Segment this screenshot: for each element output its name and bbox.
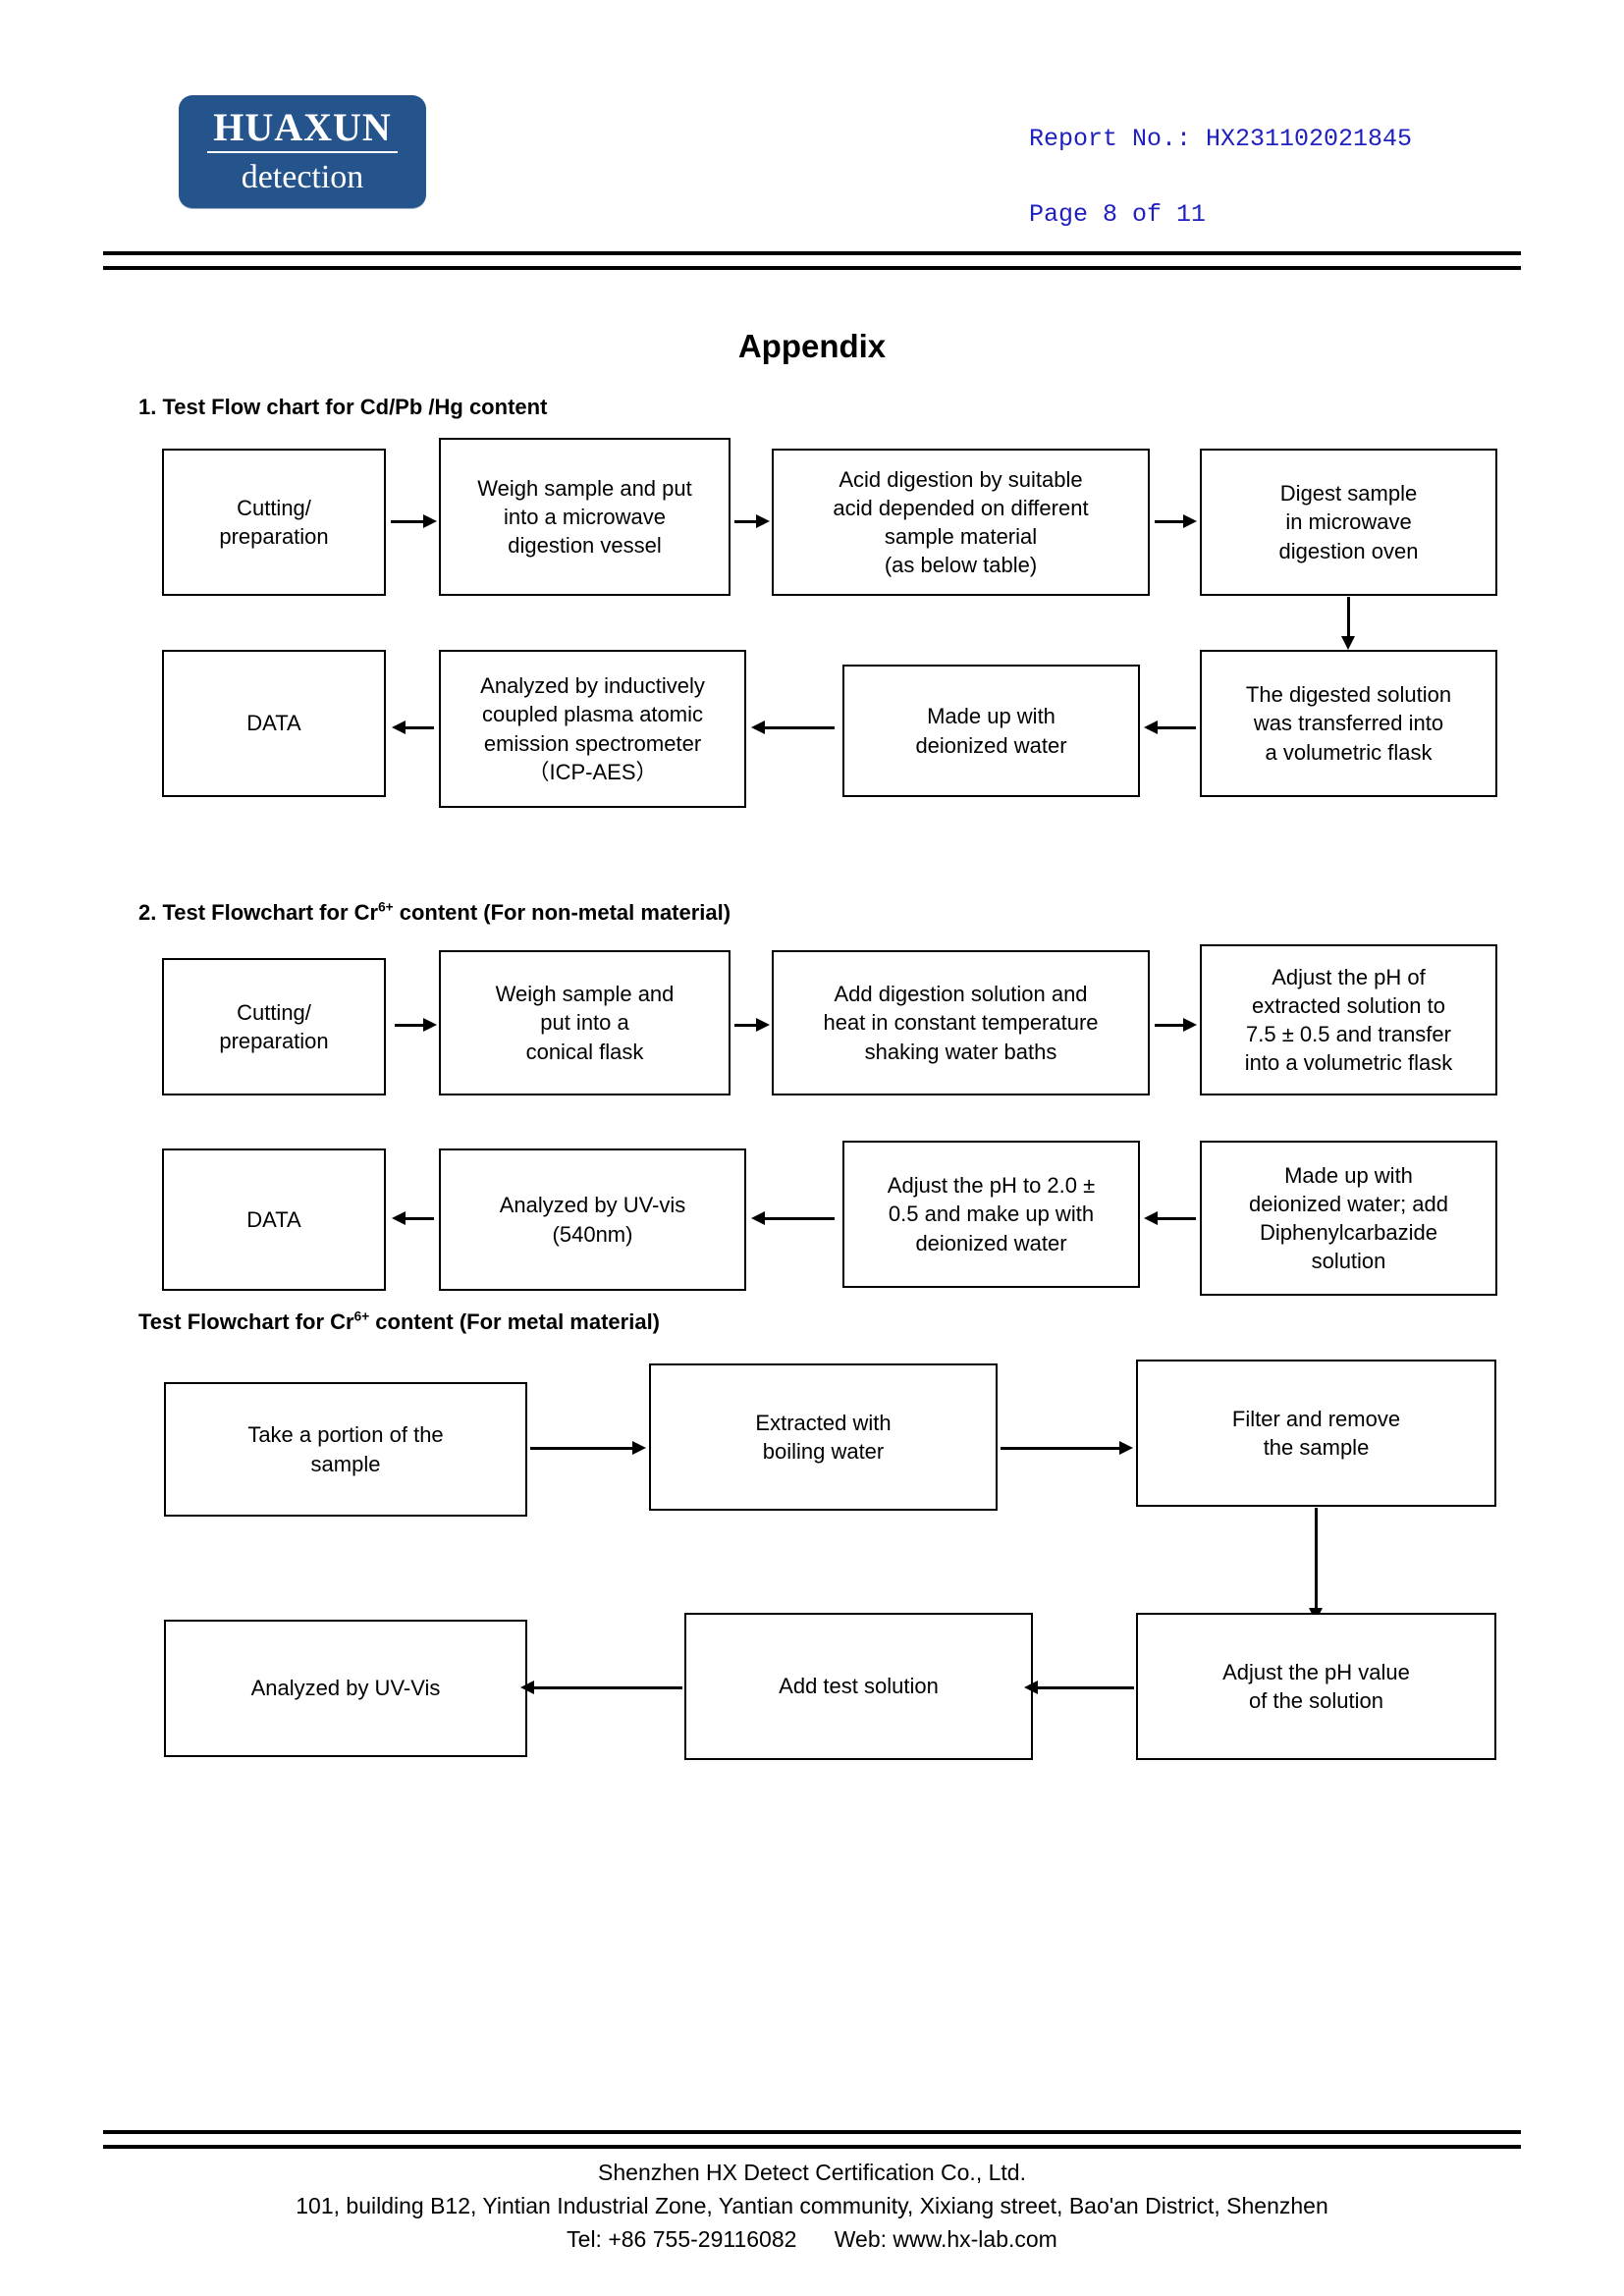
flow1-arrow-6-5 xyxy=(392,721,434,734)
flow1-arrow-8-7 xyxy=(1144,721,1196,734)
flow2-box-1: Cutting/preparation xyxy=(162,958,386,1095)
section-heading-3-suffix: content (For metal material) xyxy=(369,1309,661,1334)
flow3-box-5: Add test solution xyxy=(684,1613,1033,1760)
flow1-box-5-label: DATA xyxy=(246,711,301,736)
page-footer: Shenzhen HX Detect Certification Co., Lt… xyxy=(0,2156,1624,2256)
section-heading-1-text: 1. Test Flow chart for Cd/Pb /Hg content xyxy=(138,395,548,419)
flow1-box-5: DATA xyxy=(162,650,386,797)
flow1-box-1: Cutting/preparation xyxy=(162,449,386,596)
footer-address: 101, building B12, Yintian Industrial Zo… xyxy=(296,2193,1328,2219)
section-heading-2-suffix: content (For non-metal material) xyxy=(393,900,731,925)
page-number: Page 8 of 11 xyxy=(1029,200,1207,229)
flow1-arrow-7-6 xyxy=(751,721,835,734)
section-heading-3-sup: 6+ xyxy=(353,1308,370,1324)
flow2-arrow-6-5 xyxy=(392,1211,434,1225)
flow2-arrow-7-6 xyxy=(751,1211,835,1225)
flow1-arrow-4-8 xyxy=(1341,597,1355,650)
section-heading-3: Test Flowchart for Cr6+ content (For met… xyxy=(138,1309,660,1335)
company-logo: HUAXUN detection xyxy=(179,95,426,208)
footer-divider xyxy=(103,2130,1521,2149)
report-number: Report No.: HX231102021845 xyxy=(1029,125,1413,153)
flow2-box-7: Adjust the pH to 2.0 ±0.5 and make up wi… xyxy=(842,1141,1140,1288)
logo-wordmark-top: HUAXUN xyxy=(207,107,398,153)
section-heading-3-text: Test Flowchart for Cr xyxy=(138,1309,354,1334)
flow3-box-4: Analyzed by UV-Vis xyxy=(164,1620,527,1757)
flow3-box-4-label: Analyzed by UV-Vis xyxy=(250,1676,441,1701)
section-heading-2: 2. Test Flowchart for Cr6+ content (For … xyxy=(138,900,731,926)
footer-company-name: Shenzhen HX Detect Certification Co., Lt… xyxy=(598,2160,1026,2185)
flow3-arrow-2-3 xyxy=(1001,1441,1133,1455)
page-title: Appendix xyxy=(737,328,887,364)
flow3-arrow-3-6 xyxy=(1309,1508,1323,1622)
flow3-arrow-5-4 xyxy=(520,1681,682,1694)
flow1-arrow-1-2 xyxy=(391,514,437,528)
flow1-arrow-3-4 xyxy=(1155,514,1197,528)
flow2-box-7-label: Adjust the pH to 2.0 ±0.5 and make up wi… xyxy=(887,1173,1096,1255)
flow2-arrow-1-2 xyxy=(395,1018,437,1032)
flow2-arrow-3-4 xyxy=(1155,1018,1197,1032)
section-heading-2-sup: 6+ xyxy=(378,899,394,915)
flow3-arrow-1-2 xyxy=(530,1441,646,1455)
page-header: HUAXUN detection Report No.: HX231102021… xyxy=(0,0,1624,245)
flow2-box-5: DATA xyxy=(162,1148,386,1291)
flow1-arrow-2-3 xyxy=(734,514,770,528)
flow2-arrow-8-7 xyxy=(1144,1211,1196,1225)
flow3-box-5-label: Add test solution xyxy=(779,1674,939,1699)
flow2-arrow-2-3 xyxy=(734,1018,770,1032)
flow3-arrow-6-5 xyxy=(1024,1681,1134,1694)
section-heading-2-text: 2. Test Flowchart for Cr xyxy=(138,900,379,925)
logo-wordmark-bottom: detection xyxy=(241,158,364,195)
flow2-box-1-label: Cutting/preparation xyxy=(219,999,329,1053)
flow2-box-6: Analyzed by UV-vis(540nm) xyxy=(439,1148,746,1291)
section-heading-1: 1. Test Flow chart for Cd/Pb /Hg content xyxy=(138,395,547,420)
flow2-box-6-label: Analyzed by UV-vis(540nm) xyxy=(499,1193,686,1247)
header-divider xyxy=(103,251,1521,270)
flow2-box-5-label: DATA xyxy=(246,1206,301,1232)
flow1-box-1-label: Cutting/preparation xyxy=(219,495,329,549)
footer-contact: Tel: +86 755-29116082 Web: www.hx-lab.co… xyxy=(567,2226,1057,2253)
